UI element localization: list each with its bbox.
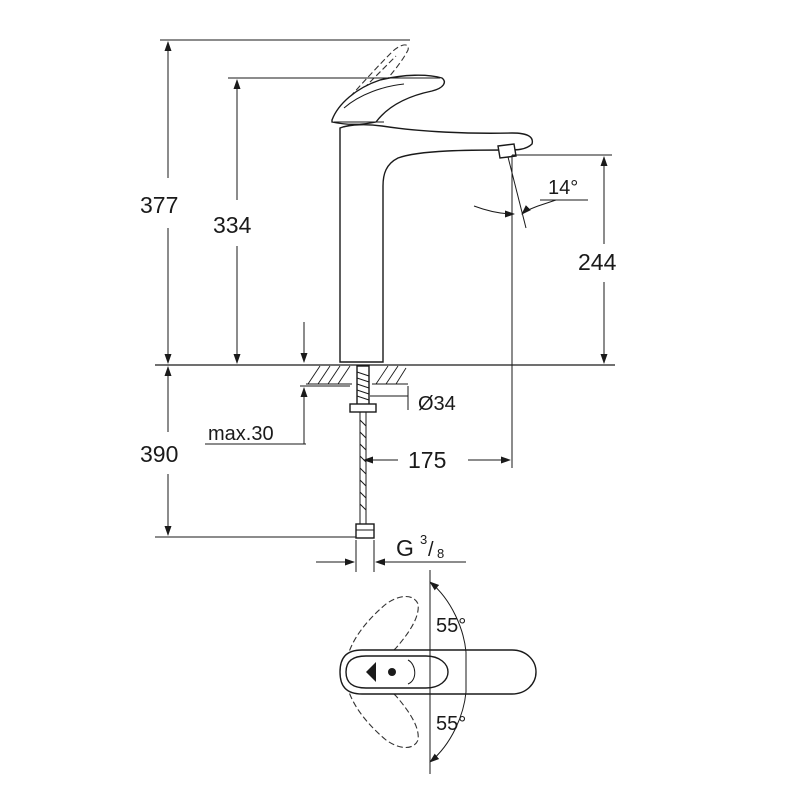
dimension-14-angle: 14°: [473, 177, 588, 218]
dim-handle-height-label: 334: [213, 212, 252, 238]
dim-hole-diameter-label: Ø34: [418, 393, 456, 415]
dimension-thread: G 3 / 8: [316, 532, 466, 572]
dimension-377: 377: [140, 39, 410, 364]
dim-thread-numerator: 3: [420, 532, 427, 547]
handle-lever: [331, 74, 445, 125]
dimension-175: 175: [363, 155, 513, 473]
dimension-334: 334: [213, 77, 440, 364]
faucet-top-view: 55° 55°: [339, 570, 537, 774]
handle-angle-bottom-label: 55°: [436, 713, 466, 735]
dim-spout-reach-label: 175: [408, 447, 446, 473]
dim-spout-angle-label: 14°: [548, 177, 578, 199]
handle-top: [345, 655, 449, 689]
dim-below-deck-label: 390: [140, 441, 178, 467]
dim-thread-slash: /: [428, 539, 434, 561]
dim-spout-height-label: 244: [578, 249, 617, 275]
dimension-244: 244: [512, 154, 617, 364]
handle-angle-top-label: 55°: [436, 615, 466, 637]
faucet-side-view: [331, 44, 534, 363]
spout-body: [339, 123, 534, 363]
dim-thread-label: G: [396, 535, 414, 561]
aerator: [497, 143, 517, 159]
dim-max-deck-label: max.30: [208, 423, 274, 445]
dim-thread-denominator: 8: [437, 546, 444, 561]
dimension-max30: max.30: [205, 322, 350, 445]
dimension-390: 390: [140, 366, 356, 538]
dimension-diameter-34: Ø34: [370, 386, 456, 415]
handle-raised-outline: [337, 44, 409, 119]
mounting-assembly: [306, 365, 408, 539]
dim-total-height-label: 377: [140, 192, 178, 218]
